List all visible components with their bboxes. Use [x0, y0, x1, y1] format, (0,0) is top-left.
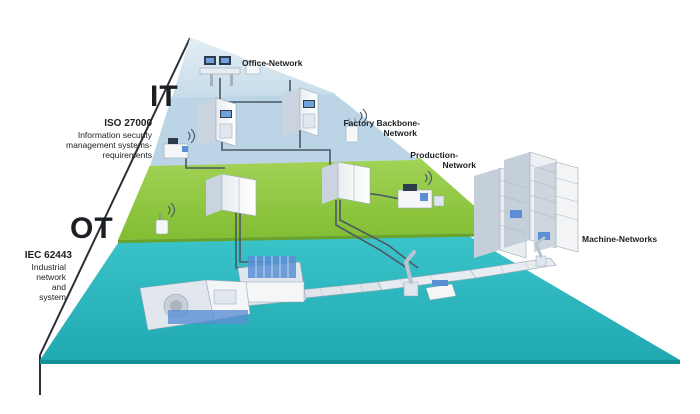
office-network-label: Office-Network [242, 58, 303, 68]
it-section-title: IT [150, 80, 179, 113]
conveyor-belt [299, 257, 557, 299]
wifi-icon [424, 170, 433, 186]
production-network-label-line2: Network [442, 160, 476, 170]
production-network-layer-edge [118, 233, 505, 243]
backbone-server-left [198, 97, 237, 147]
wifi-icon [167, 202, 176, 218]
machine-network-layer [40, 232, 680, 360]
production-cabinet-right [322, 161, 371, 205]
backbone-network-label-line2: Network [383, 128, 417, 138]
production-sensor-node [155, 213, 169, 235]
ot-section-title: OT [70, 212, 114, 245]
pyramid-edge-line [39, 37, 191, 356]
production-robot-cell [397, 184, 445, 209]
machine-network-layer-edge [40, 360, 680, 364]
machine-networks-label: Machine-Networks [582, 234, 658, 244]
backbone-server-right [282, 87, 319, 137]
backbone-network-label-line1: Factory Backbone- [343, 118, 420, 128]
it-standard-label: ISO 27000 [104, 118, 152, 129]
packaging-machine [237, 256, 307, 307]
agv-cart [425, 280, 457, 301]
machining-center [139, 279, 251, 331]
it-standard-description: Information security management systems-… [66, 130, 152, 160]
wifi-icon [187, 128, 196, 144]
wifi-icon [359, 108, 368, 124]
backbone-test-station [163, 138, 189, 159]
production-network-layer [118, 158, 505, 240]
automated-storage-tower [474, 151, 579, 259]
production-network-label-line1: Production- [410, 150, 458, 160]
ot-standard-description: Industrial network and system [31, 262, 67, 302]
office-workstations [199, 56, 261, 86]
network-cables [185, 78, 419, 271]
production-cabinet-left [206, 173, 257, 217]
robot-arm [534, 236, 547, 267]
backbone-access-point [345, 118, 359, 143]
ot-standard-label: IEC 62443 [24, 250, 72, 261]
robot-arm [403, 250, 419, 297]
